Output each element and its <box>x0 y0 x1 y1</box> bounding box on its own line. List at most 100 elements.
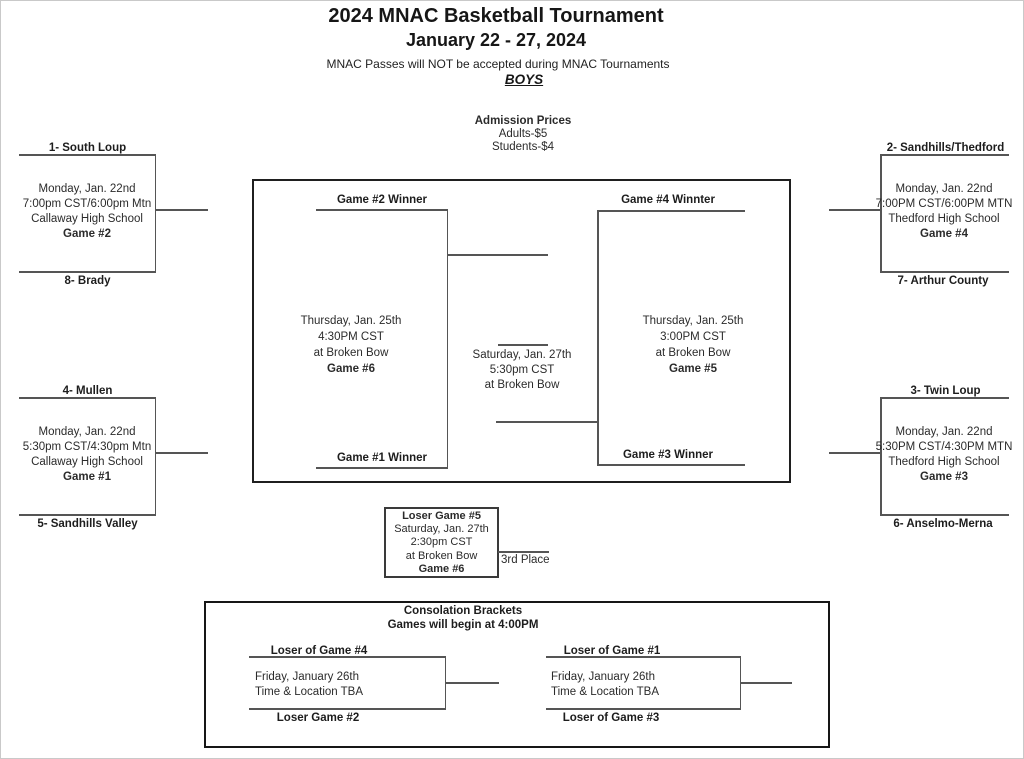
bracket-line <box>597 210 599 464</box>
game-location: Thedford High School <box>888 213 1000 225</box>
matchup-title: Loser Game #5 <box>402 510 481 522</box>
bracket-line <box>880 397 1009 399</box>
bracket-line <box>829 209 880 211</box>
game-number: Game #4 <box>920 228 968 240</box>
game-details: Saturday, Jan. 27th 5:30pm CST at Broken… <box>447 348 597 393</box>
bracket-line <box>498 551 549 553</box>
bracket-line <box>154 397 156 514</box>
bracket-line <box>739 656 741 709</box>
division-label: BOYS <box>504 72 544 87</box>
game-date: Friday, January 26th <box>551 671 655 683</box>
game-time: Time & Location TBA <box>255 685 364 698</box>
bracket-line <box>19 397 156 399</box>
game-time: Time & Location TBA <box>551 685 660 698</box>
game-number: Game #6 <box>418 562 465 575</box>
game-date: Monday, Jan. 22nd <box>38 183 136 195</box>
bracket-line <box>156 452 208 454</box>
admission-students: Students-$4 <box>491 141 554 153</box>
consolation-title: Consolation Brackets Games will begin at… <box>313 604 613 632</box>
winner-slot-label: Game #3 Winner <box>622 449 713 461</box>
game-time: 2:30pm CST <box>410 536 473 549</box>
game-details: Friday, January 26th Time & Location TBA <box>551 670 721 699</box>
game-location: at Broken Bow <box>405 549 478 562</box>
team-name: 4- Mullen <box>62 385 113 397</box>
game-date: Monday, Jan. 22nd <box>38 426 136 438</box>
bracket-line <box>546 708 741 710</box>
loser-slot-label: Loser Game #2 <box>276 712 360 724</box>
tournament-title: 2024 MNAC Basketball Tournament <box>328 5 664 27</box>
game-time: 5:30pm CST <box>489 364 555 376</box>
admission-prices: Admission Prices Adults-$5 Students-$4 <box>423 115 623 154</box>
bracket-line <box>316 209 448 211</box>
game-number: Game #6 <box>327 363 375 375</box>
loser-slot-label: Loser of Game #4 <box>270 645 368 657</box>
game-number: Game #5 <box>669 363 717 375</box>
game-date: Monday, Jan. 22nd <box>895 426 993 438</box>
bracket-line <box>154 154 156 271</box>
team-name: 6- Anselmo-Merna <box>893 518 993 530</box>
team-name: 2- Sandhills/Thedford <box>886 142 1005 154</box>
game-time: 5:30pm CST/4:30pm Mtn <box>22 441 152 453</box>
game-date: Saturday, Jan. 27th <box>394 523 489 536</box>
game-location: at Broken Bow <box>484 379 560 391</box>
game-time: 4:30PM CST <box>318 331 384 343</box>
semifinal-championship-box <box>252 179 791 483</box>
game-number: Game #1 <box>63 471 111 483</box>
bracket-line <box>880 154 1009 156</box>
consolation-title-text: Consolation Brackets <box>403 605 523 617</box>
game-date: Saturday, Jan. 27th <box>472 349 572 361</box>
bracket-line <box>249 656 446 658</box>
game-number: Game #3 <box>920 471 968 483</box>
game-date: Friday, January 26th <box>255 671 359 683</box>
team-name: 7- Arthur County <box>897 275 989 287</box>
game-location: at Broken Bow <box>655 347 731 359</box>
consolation-subtitle-text: Games will begin at 4:00PM <box>387 619 539 631</box>
bracket-line <box>829 452 880 454</box>
game-time: 7:00pm CST/6:00pm Mtn <box>22 198 152 210</box>
tournament-dates: January 22 - 27, 2024 <box>405 30 587 50</box>
pass-notice: MNAC Passes will NOT be accepted during … <box>326 57 670 71</box>
third-place-label: 3rd Place <box>501 554 550 566</box>
bracket-line <box>19 514 156 516</box>
team-name: 3- Twin Loup <box>910 385 981 397</box>
bracket-line <box>597 464 745 466</box>
game-location: Thedford High School <box>888 456 1000 468</box>
game-time: 3:00PM CST <box>660 331 726 343</box>
bracket-line <box>880 154 882 271</box>
loser-slot-label: Loser of Game #1 <box>563 645 661 657</box>
loser-slot-label: Loser of Game #3 <box>562 712 660 724</box>
bracket-line <box>19 154 156 156</box>
winner-slot-label: Game #1 Winner <box>336 452 427 464</box>
winner-slot-label: Game #2 Winner <box>336 194 427 206</box>
champion-slot-line <box>498 344 548 346</box>
game-details: Monday, Jan. 22nd 5:30pm CST/4:30pm Mtn … <box>12 425 162 485</box>
bracket-line <box>316 467 448 469</box>
game-details: Monday, Jan. 22nd 7:00pm CST/6:00pm Mtn … <box>12 182 162 242</box>
bracket-line <box>447 254 548 256</box>
game-date: Thursday, Jan. 25th <box>300 315 402 327</box>
game-details: Monday, Jan. 22nd 5:30PM CST/4:30PM MTN … <box>868 425 1020 485</box>
game-location: Callaway High School <box>31 456 143 468</box>
bracket-line <box>880 514 1009 516</box>
bracket-line <box>496 421 598 423</box>
consolation-box <box>204 601 830 748</box>
bracket-line <box>446 209 448 468</box>
bracket-line <box>444 656 446 708</box>
bracket-line <box>880 397 882 514</box>
bracket-line <box>880 271 1009 273</box>
team-name: 5- Sandhills Valley <box>37 518 138 530</box>
bracket-line <box>156 209 208 211</box>
game-time: 7:00PM CST/6:00PM MTN <box>875 198 1013 210</box>
bracket-line <box>19 271 156 273</box>
game-number: Game #2 <box>63 228 111 240</box>
game-location: at Broken Bow <box>313 347 389 359</box>
game-details: Friday, January 26th Time & Location TBA <box>255 670 425 699</box>
game-details: Thursday, Jan. 25th 4:30PM CST at Broken… <box>276 313 426 377</box>
game-location: Callaway High School <box>31 213 143 225</box>
third-place-box: Loser Game #5 Saturday, Jan. 27th 2:30pm… <box>384 507 499 578</box>
bracket-line <box>597 210 745 212</box>
game-time: 5:30PM CST/4:30PM MTN <box>875 441 1013 453</box>
bracket-line <box>741 682 792 684</box>
game-date: Monday, Jan. 22nd <box>895 183 993 195</box>
